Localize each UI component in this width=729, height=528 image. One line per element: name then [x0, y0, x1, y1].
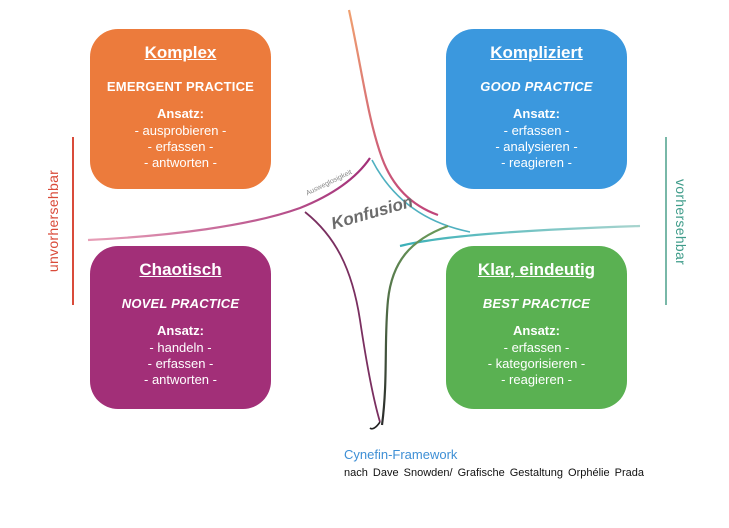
top-spike-line: [347, 9, 439, 217]
quadrant-title: Komplex: [144, 43, 217, 62]
list-item: - reagieren -: [501, 372, 572, 387]
list-item: - kategorisieren -: [487, 356, 586, 371]
list-item: - erfassen -: [503, 123, 570, 138]
quadrant-title: Kompliziert: [490, 43, 583, 62]
quadrant-practice: BEST PRACTICE: [482, 296, 591, 311]
list-item: - analysieren -: [495, 139, 578, 154]
quadrant-complicated: Kompliziert GOOD PRACTICE Ansatz: - erfa…: [446, 29, 627, 189]
list-item: - antworten -: [144, 155, 217, 170]
quadrant-ansatz-label: Ansatz:: [157, 323, 204, 338]
quadrant-practice: NOVEL PRACTICE: [121, 296, 240, 311]
quadrant-title: Klar, eindeutig: [477, 260, 596, 279]
left-spike-line: [87, 157, 371, 242]
list-item: - erfassen -: [503, 340, 570, 355]
quadrant-steps-list: - handeln - - erfassen - - antworten -: [90, 340, 271, 388]
list-item: - reagieren -: [501, 155, 572, 170]
list-item: - ausprobieren -: [134, 123, 227, 138]
quadrant-title: Chaotisch: [139, 260, 222, 279]
right-spike-line: [399, 224, 641, 248]
caption-title: Cynefin-Framework: [344, 447, 458, 462]
quadrant-steps-list: - erfassen - - analysieren - - reagieren…: [446, 123, 627, 171]
list-item: - handeln -: [149, 340, 212, 355]
quadrant-practice: EMERGENT PRACTICE: [106, 79, 255, 94]
quadrant-ansatz-label: Ansatz:: [513, 323, 560, 338]
quadrant-steps-list: - erfassen - - kategorisieren - - reagie…: [446, 340, 627, 388]
center-right-curve: [371, 159, 471, 233]
list-item: - erfassen -: [147, 139, 214, 154]
unpredictable-axis-line: [72, 137, 74, 305]
list-item: - antworten -: [144, 372, 217, 387]
quadrant-clear: Klar, eindeutig BEST PRACTICE Ansatz: - …: [446, 246, 627, 409]
caption-subtitle: nach Dave Snowden/ Grafische Gestaltung …: [344, 467, 644, 479]
unpredictable-axis-label: unvorhersehbar: [45, 169, 61, 273]
predictable-axis-line: [665, 137, 667, 305]
quadrant-ansatz-label: Ansatz:: [513, 106, 560, 121]
quadrant-chaotic: Chaotisch NOVEL PRACTICE Ansatz: - hande…: [90, 246, 271, 409]
quadrant-practice: GOOD PRACTICE: [480, 79, 593, 94]
quadrant-complex: Komplex EMERGENT PRACTICE Ansatz: - ausp…: [90, 29, 271, 189]
list-item: - erfassen -: [147, 356, 214, 371]
predictable-axis-label: vorhersehbar: [673, 178, 689, 266]
quadrant-steps-list: - ausprobieren - - erfassen - - antworte…: [90, 123, 271, 171]
center-left-curve: [304, 211, 381, 423]
bottom-spike-line: [380, 224, 449, 426]
bottom-tail: [369, 421, 381, 430]
quadrant-ansatz-label: Ansatz:: [157, 106, 204, 121]
